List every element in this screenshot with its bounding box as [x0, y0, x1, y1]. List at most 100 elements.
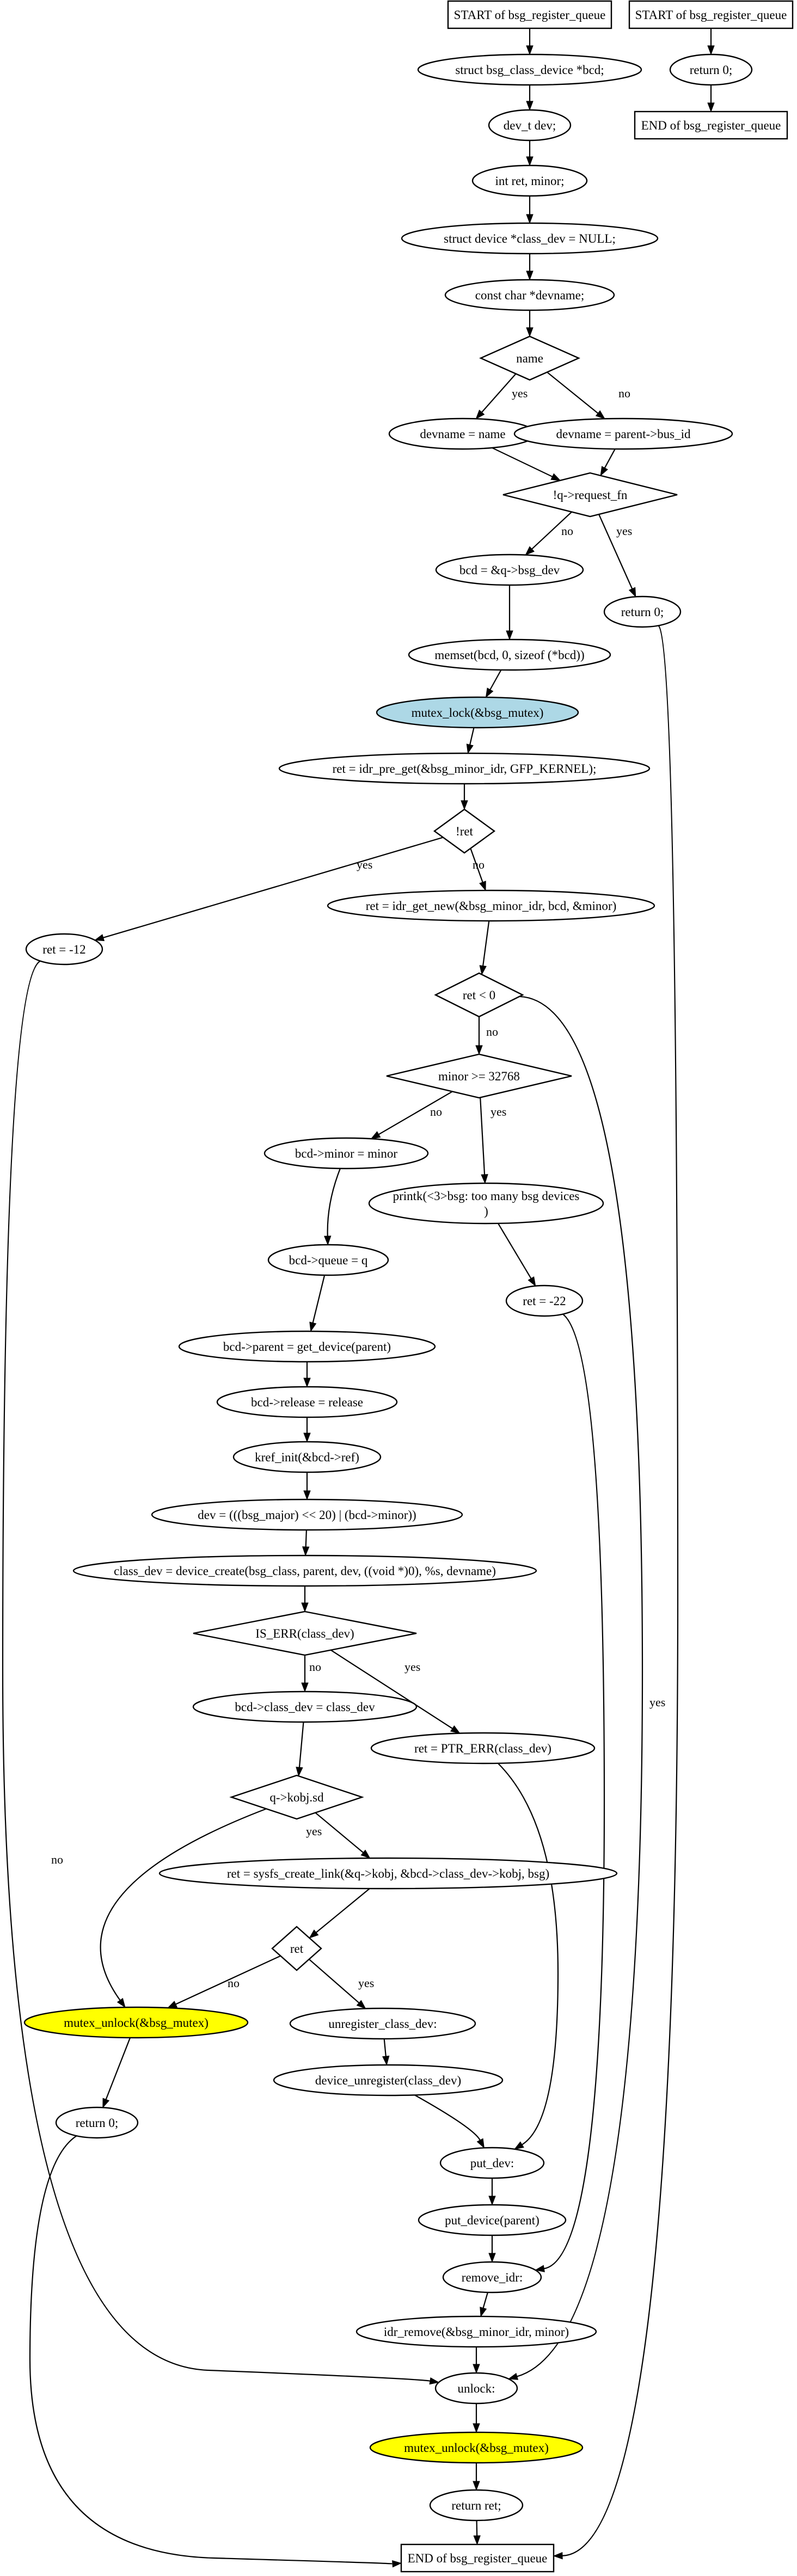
edge-label: yes: [491, 1105, 506, 1118]
edge-e52: [29, 2135, 402, 2568]
node-label: ret < 0: [463, 988, 495, 1002]
node-label: kref_init(&bcd->ref): [255, 1450, 359, 1464]
edge-e16: yes: [94, 837, 444, 942]
edge-e51: [473, 2520, 481, 2546]
diamond-shape: [271, 1926, 322, 1971]
statement-node-n17: ret = -12: [25, 933, 103, 966]
edge-e36: [309, 1888, 370, 1939]
edge-line: [482, 920, 490, 966]
arrow-head-icon: [506, 630, 513, 641]
node-label: return 0;: [621, 605, 664, 619]
ellipse-shape: [369, 2431, 584, 2464]
ellipse-shape: [158, 1857, 618, 1890]
node-label: START of bsg_register_queue: [454, 8, 606, 22]
node-label: unlock:: [458, 2382, 495, 2395]
arrow-head-icon: [480, 2307, 487, 2317]
edge-e5: [526, 254, 534, 281]
box-shape: [400, 2543, 555, 2573]
edge-line: [604, 448, 616, 469]
arrow-head-icon: [303, 1433, 311, 1443]
decision-node-n10: !q->request_fn: [502, 472, 678, 518]
node-label: ret = -22: [523, 1294, 566, 1308]
node-label: mutex_lock(&bsg_mutex): [412, 706, 544, 720]
edge-line: [482, 2292, 488, 2308]
terminal-box-m1: START of bsg_register_queue: [628, 0, 794, 29]
arrow-head-icon: [392, 2560, 402, 2568]
edge-e44: [535, 1313, 605, 2272]
edge-e17: no: [470, 848, 486, 892]
arrow-head-icon: [526, 270, 534, 281]
edge-line: [298, 1722, 304, 1768]
arrow-head-icon: [479, 965, 487, 975]
edge-e46: [480, 2292, 488, 2317]
ellipse-shape: [408, 638, 611, 671]
node-label: q->kobj.sd: [269, 1791, 324, 1804]
decision-node-n7: name: [479, 335, 580, 381]
arrow-head-icon: [473, 2364, 480, 2374]
arrow-head-icon: [303, 1378, 311, 1388]
edge-label: no: [473, 858, 485, 871]
edge-e18: [479, 920, 490, 975]
node-label: bcd->queue = q: [289, 1253, 368, 1267]
ellipse-shape: [603, 595, 682, 628]
edge-e20: yes: [480, 1097, 506, 1184]
node-label: minor >= 32768: [438, 1069, 520, 1083]
node-label: !ret: [456, 825, 474, 838]
arrow-head-icon: [301, 1602, 309, 1613]
edge-label: no: [430, 1105, 442, 1118]
box-shape: [634, 110, 788, 140]
edge-line: [308, 1958, 360, 2003]
edge-e21: no: [370, 1091, 453, 1140]
edge-e14: [466, 727, 475, 754]
statement-node-n38: return 0;: [55, 2106, 139, 2139]
edge-e19: no: [475, 1017, 498, 1055]
edge-e13: [485, 669, 502, 698]
edge-line: [29, 2135, 394, 2565]
edge-e38: yes: [308, 1958, 374, 2009]
node-label: ret = idr_get_new(&bsg_minor_idr, bcd, &…: [366, 899, 616, 913]
statement-node-n27: kref_init(&bcd->ref): [232, 1441, 382, 1473]
node-label: return ret;: [451, 2499, 501, 2512]
statement-node-n42: remove_idr:: [442, 2261, 542, 2294]
arrow-head-icon: [102, 2098, 110, 2108]
node-label: bcd->minor = minor: [295, 1147, 398, 1160]
edge-e3: [526, 140, 534, 167]
ellipse-shape: [669, 53, 753, 86]
edge-line: [330, 1649, 453, 1729]
edge-line: [531, 511, 572, 550]
diamond-shape: [479, 335, 580, 381]
arrow-head-icon: [167, 2001, 178, 2008]
statement-node-n40: put_dev:: [439, 2147, 545, 2179]
edge-e32: yes: [330, 1649, 461, 1734]
ellipse-shape: [263, 1137, 429, 1170]
statement-node-n13: memset(bcd, 0, sizeof (*bcd)): [408, 638, 611, 671]
edge-e7: no: [547, 371, 630, 420]
node-label: dev_t dev;: [504, 119, 556, 132]
node-label: idr_remove(&bsg_minor_idr, minor): [384, 2325, 569, 2339]
edge-e6: yes: [475, 373, 528, 420]
edge-line: [100, 1808, 267, 2001]
arrow-head-icon: [309, 1929, 319, 1939]
edge-e26: [303, 1362, 311, 1388]
statement-node-n28: dev = (((bsg_major) << 20) | (bcd->minor…: [151, 1498, 463, 1531]
ellipse-shape: [435, 554, 584, 586]
arrow-head-icon: [526, 101, 534, 111]
edge-e29: [302, 1529, 310, 1557]
statement-node-n45: mutex_unlock(&bsg_mutex): [369, 2431, 584, 2464]
ellipse-shape: [513, 417, 733, 450]
statement-node-n39: device_unregister(class_dev): [273, 2064, 504, 2097]
arrow-head-icon: [309, 1321, 317, 1332]
ellipse-shape: [488, 109, 572, 142]
node-label: ret = PTR_ERR(class_dev): [414, 1742, 551, 1755]
ellipse-shape: [418, 2204, 567, 2236]
node-label: put_device(parent): [445, 2214, 539, 2227]
edge-line: [327, 1168, 341, 1237]
arrow-head-icon: [370, 1131, 381, 1140]
node-label: END of bsg_register_queue: [408, 2552, 548, 2565]
edge-line: [2, 960, 431, 2382]
statement-node-n37: unregister_class_dev:: [289, 2007, 476, 2040]
arrow-head-icon: [296, 1767, 303, 1777]
statement-node-n9: devname = parent->bus_id: [513, 417, 733, 450]
arrow-head-icon: [475, 409, 485, 420]
